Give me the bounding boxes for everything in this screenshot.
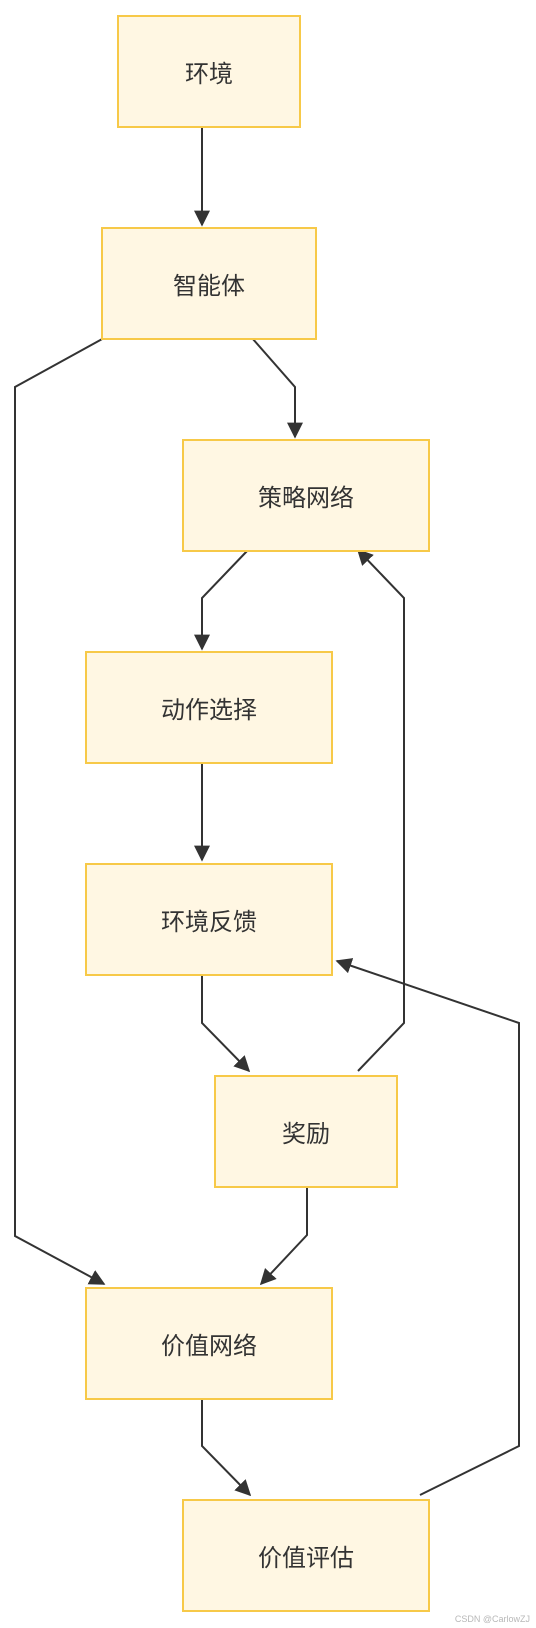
edge-agent-to-policy-network <box>251 337 303 439</box>
node-value-evaluation[interactable]: 价值评估 <box>182 1499 430 1612</box>
edge-reward-to-policy-network <box>356 548 405 1072</box>
watermark-text: CSDN @CarlowZJ <box>454 1614 530 1624</box>
node-agent[interactable]: 智能体 <box>101 227 317 340</box>
node-value-network[interactable]: 价值网络 <box>85 1287 333 1400</box>
edge-env-feedback-to-reward <box>201 973 251 1073</box>
edge-reward-to-value-network <box>259 1186 308 1286</box>
edge-policy-network-to-action-selection <box>194 549 249 651</box>
node-reward[interactable]: 奖励 <box>214 1075 398 1188</box>
node-environment[interactable]: 环境 <box>117 15 301 128</box>
edge-value-evaluation-to-env-feedback <box>335 958 520 1496</box>
node-environment-feedback[interactable]: 环境反馈 <box>85 863 333 976</box>
edge-agent-to-value-network <box>14 337 106 1285</box>
node-policy-network[interactable]: 策略网络 <box>182 439 430 552</box>
node-action-selection[interactable]: 动作选择 <box>85 651 333 764</box>
edge-value-network-to-value-evaluation <box>201 1397 252 1497</box>
